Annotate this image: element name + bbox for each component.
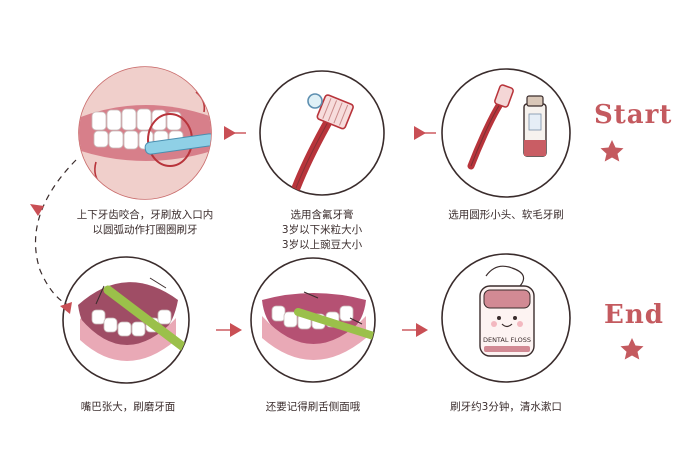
step-2-illustration [259,70,385,196]
toothbrush-bristles [494,84,514,108]
end-label: End [604,300,664,330]
start-star-icon [600,140,624,162]
toothbrush-handle [291,117,333,193]
step-2-caption: 选用含氟牙膏 3岁以下米粒大小 3岁以上豌豆大小 [281,209,363,251]
mouth-tongue [78,282,178,352]
end-star-icon [620,338,644,360]
toothbrush-blue [144,133,211,155]
step-3-illustration [78,66,212,200]
step-4-caption: 嘴巴张大，刷磨牙面 [80,401,176,413]
step-5-illustration [250,257,376,383]
toothbrush-head [316,94,354,130]
arrow-connector-top [30,204,44,216]
flow-arrows [30,126,436,337]
toothbrush-green [294,308,375,342]
toothpaste-dot [307,93,323,109]
arrow-step2-to-step3 [224,126,236,140]
step-5-caption: 还要记得刷舌侧面哦 [265,401,361,413]
toothpaste-tube [523,95,547,157]
lower-gum [262,316,366,360]
connector-dashed-curve [34,159,77,307]
lower-gum [80,318,176,361]
arrow-step1-to-step2 [414,126,426,140]
arrow-step5-to-step6 [416,323,428,337]
toothbrush-green [103,285,189,357]
arrow-step4-to-step5 [230,323,242,337]
step-3-caption: 上下牙齿咬合，牙刷放入口内 以圆弧动作打圈圈刷牙 [76,209,214,236]
upper-teeth [91,108,182,131]
stars [600,140,644,360]
step-1-illustration [441,68,571,198]
floss-box-label: DENTAL FLOSS [483,336,531,344]
step-6-illustration: DENTAL FLOSS [441,253,571,383]
step-1-caption: 选用圆形小头、软毛牙刷 [448,209,564,221]
step-6-caption: 刷牙约3分钟，清水漱口 [450,401,562,413]
start-label: Start [594,100,673,130]
arrow-connector-bottom [60,302,72,314]
step-4-illustration [62,256,190,384]
